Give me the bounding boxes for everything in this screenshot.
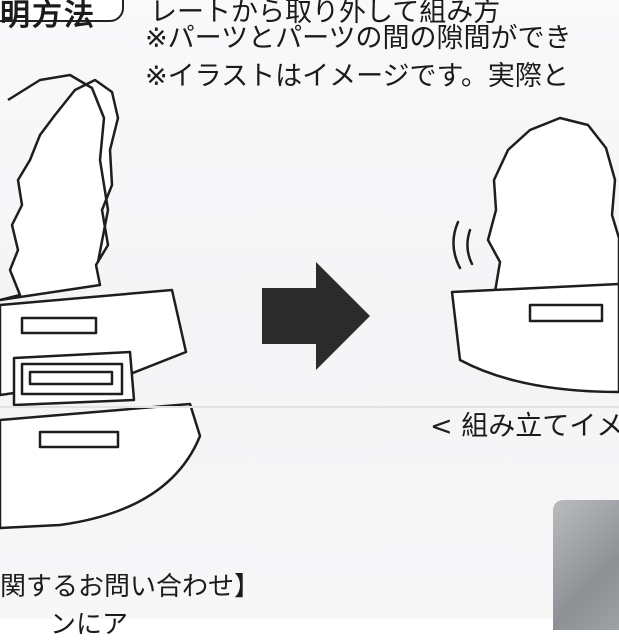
instruction-line: レートから取り外して組み方	[150, 0, 501, 28]
wobble-icon	[452, 220, 474, 270]
contact-heading: 関するお問い合わせ】	[0, 572, 261, 602]
note-illustration: ※イラストはイメージです。実際と	[145, 61, 569, 92]
assembly-illustration	[0, 73, 619, 530]
base-plate-bottom	[0, 402, 202, 530]
contact-line: ンにア	[50, 610, 129, 640]
title-box	[0, 0, 124, 22]
assembled-slot	[528, 303, 604, 323]
standee-outline	[7, 73, 110, 263]
base-slot-bottom	[38, 430, 120, 449]
section-title: 明方法	[0, 0, 96, 33]
connector-slot	[28, 370, 114, 386]
figure-caption: < 組み立てイメ	[430, 411, 619, 442]
assembled-base	[450, 282, 619, 394]
standee-figure	[0, 78, 120, 302]
right-arrow-icon	[262, 262, 370, 370]
product-photo	[553, 500, 619, 630]
assembled-figure	[486, 116, 619, 294]
base-slot-top	[20, 316, 98, 335]
note-gap: ※パーツとパーツの間の隙間ができ	[145, 23, 572, 54]
